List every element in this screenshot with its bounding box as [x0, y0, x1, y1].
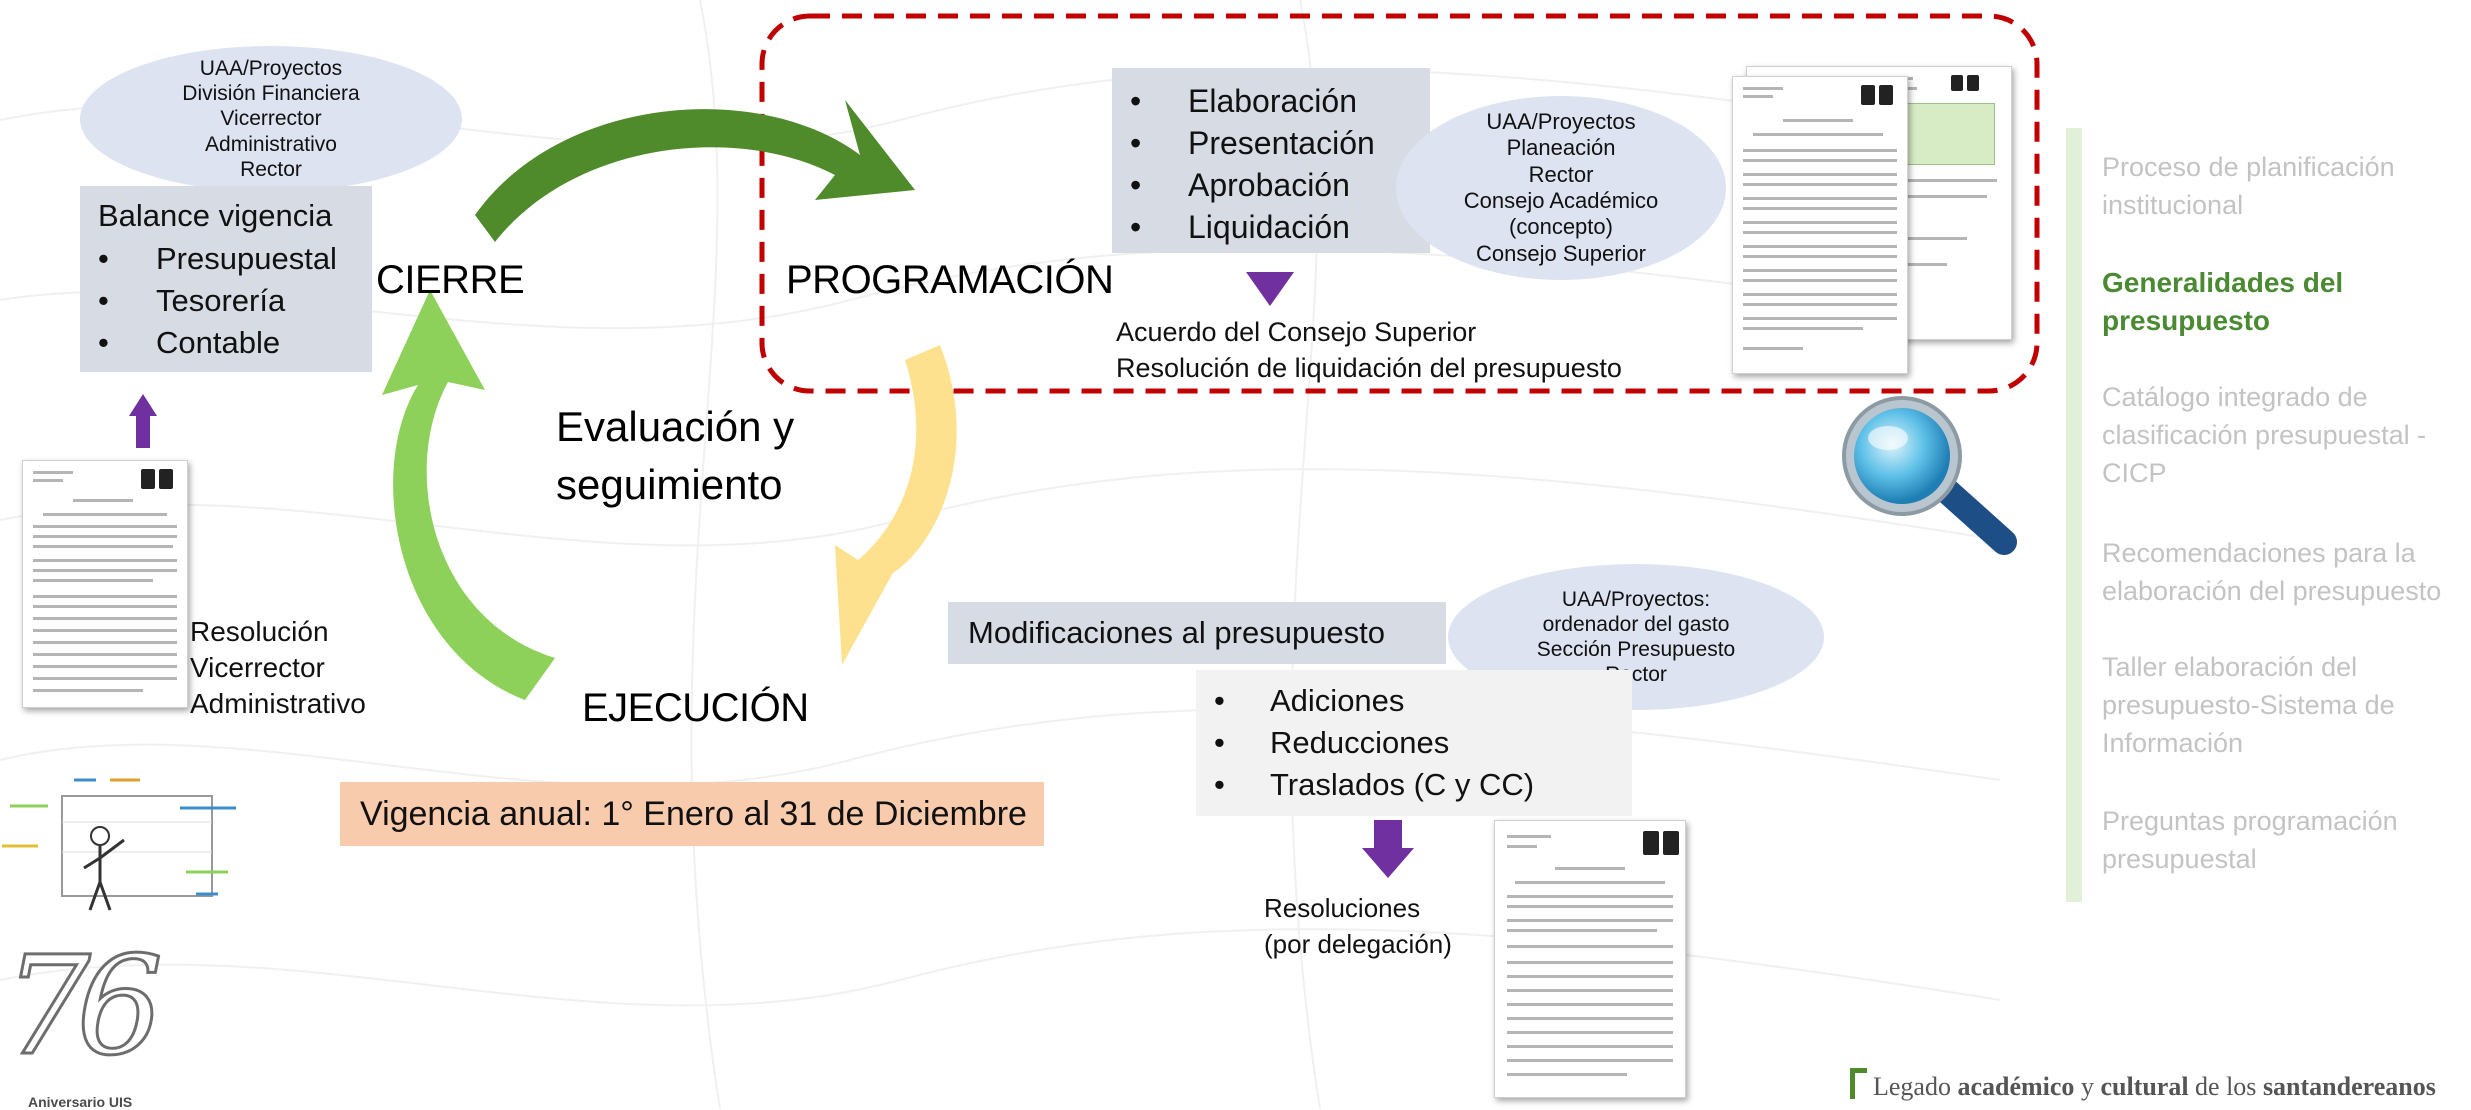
cierre-actor: Vicerrector — [220, 107, 322, 131]
programacion-steps-box: •Elaboración •Presentación •Aprobación •… — [1112, 68, 1430, 253]
modificaciones-document — [1494, 820, 1686, 1098]
cierre-document-caption: Resolución Vicerrector Administrativo — [190, 616, 366, 719]
programacion-step: •Aprobación — [1130, 167, 1350, 203]
stage-cierre: CIERRE — [376, 258, 525, 302]
programacion-document-front — [1732, 76, 1908, 374]
sidebar-item-preguntas[interactable]: Preguntas programación presupuestal — [2102, 806, 2398, 874]
cierre-actor: Rector — [240, 157, 302, 181]
magnifier-icon — [1842, 396, 2017, 555]
modificaciones-items-box: •Adiciones •Reducciones •Traslados (C y … — [1196, 670, 1632, 816]
modificacion-item: •Adiciones — [1214, 683, 1405, 718]
programacion-step: •Presentación — [1130, 125, 1375, 161]
down-arrow-icon — [1246, 272, 1294, 306]
modificaciones-title: Modificaciones al presupuesto — [968, 615, 1386, 650]
cierre-box-title: Balance vigencia — [98, 198, 333, 233]
sidebar-item-taller[interactable]: Taller elaboración del presupuesto-Siste… — [2102, 652, 2395, 758]
cierre-actor: División Financiera — [182, 82, 360, 106]
evaluacion-label: Evaluación y seguimiento — [556, 403, 795, 508]
sidebar-item-generalidades[interactable]: Generalidades del presupuesto — [2102, 267, 2344, 336]
aniversario-logo: 76 Aniversario UIS — [0, 927, 170, 1110]
cierre-actors-ellipse: UAA/Proyectos División Financiera Vicerr… — [80, 46, 462, 192]
cierre-box-item: •Contable — [98, 325, 281, 360]
footer-tagline: Legado académico y cultural de los santa… — [1850, 1068, 2436, 1102]
programacion-step: •Elaboración — [1130, 83, 1357, 119]
cierre-resolucion-document — [22, 460, 188, 708]
sidebar-accent-bar — [2066, 128, 2082, 902]
stage-programacion: PROGRAMACIÓN — [786, 258, 1114, 302]
sidebar-item-cicp[interactable]: Catálogo integrado de clasificación pres… — [2102, 382, 2427, 488]
programacion-actors-ellipse: UAA/Proyectos Planeación Rector Consejo … — [1396, 96, 1726, 280]
arrow-programacion-to-ejecucion — [835, 345, 957, 665]
modificaciones-title-box: Modificaciones al presupuesto — [948, 602, 1446, 664]
modificacion-item: •Traslados (C y CC) — [1214, 767, 1535, 802]
sidebar-item-planificacion[interactable]: Proceso de planificación institucional — [2102, 152, 2395, 220]
down-arrow-icon — [1362, 820, 1414, 878]
sidebar-item-recomendaciones[interactable]: Recomendaciones para la elaboración del … — [2102, 538, 2442, 606]
logo-number: 76 — [2, 927, 164, 1088]
stage-ejecucion: EJECUCIÓN — [582, 686, 809, 730]
programacion-step: •Liquidación — [1130, 209, 1350, 245]
vigencia-box: Vigencia anual: 1° Enero al 31 de Diciem… — [340, 782, 1044, 846]
down-arrow-icon — [129, 394, 157, 448]
logo-caption: Aniversario UIS — [28, 1094, 133, 1110]
vigencia-text: Vigencia anual: 1° Enero al 31 de Diciem… — [360, 794, 1027, 833]
cierre-box-item: •Presupuestal — [98, 241, 337, 276]
cierre-box-item: •Tesorería — [98, 283, 286, 318]
cierre-balance-box: Balance vigencia •Presupuestal •Tesorerí… — [80, 186, 372, 372]
arrow-cierre-to-programacion — [475, 100, 915, 242]
cierre-actor: Administrativo — [205, 132, 337, 156]
footer-bracket — [1850, 1068, 1867, 1099]
modificaciones-outputs: Resoluciones (por delegación) — [1264, 893, 1452, 959]
modificacion-item: •Reducciones — [1214, 725, 1450, 760]
cierre-actor: UAA/Proyectos — [199, 57, 343, 81]
arrow-ejecucion-to-cierre — [382, 290, 555, 700]
presenter-icon — [2, 778, 236, 911]
programacion-outputs: Acuerdo del Consejo Superior Resolución … — [1116, 317, 1622, 383]
